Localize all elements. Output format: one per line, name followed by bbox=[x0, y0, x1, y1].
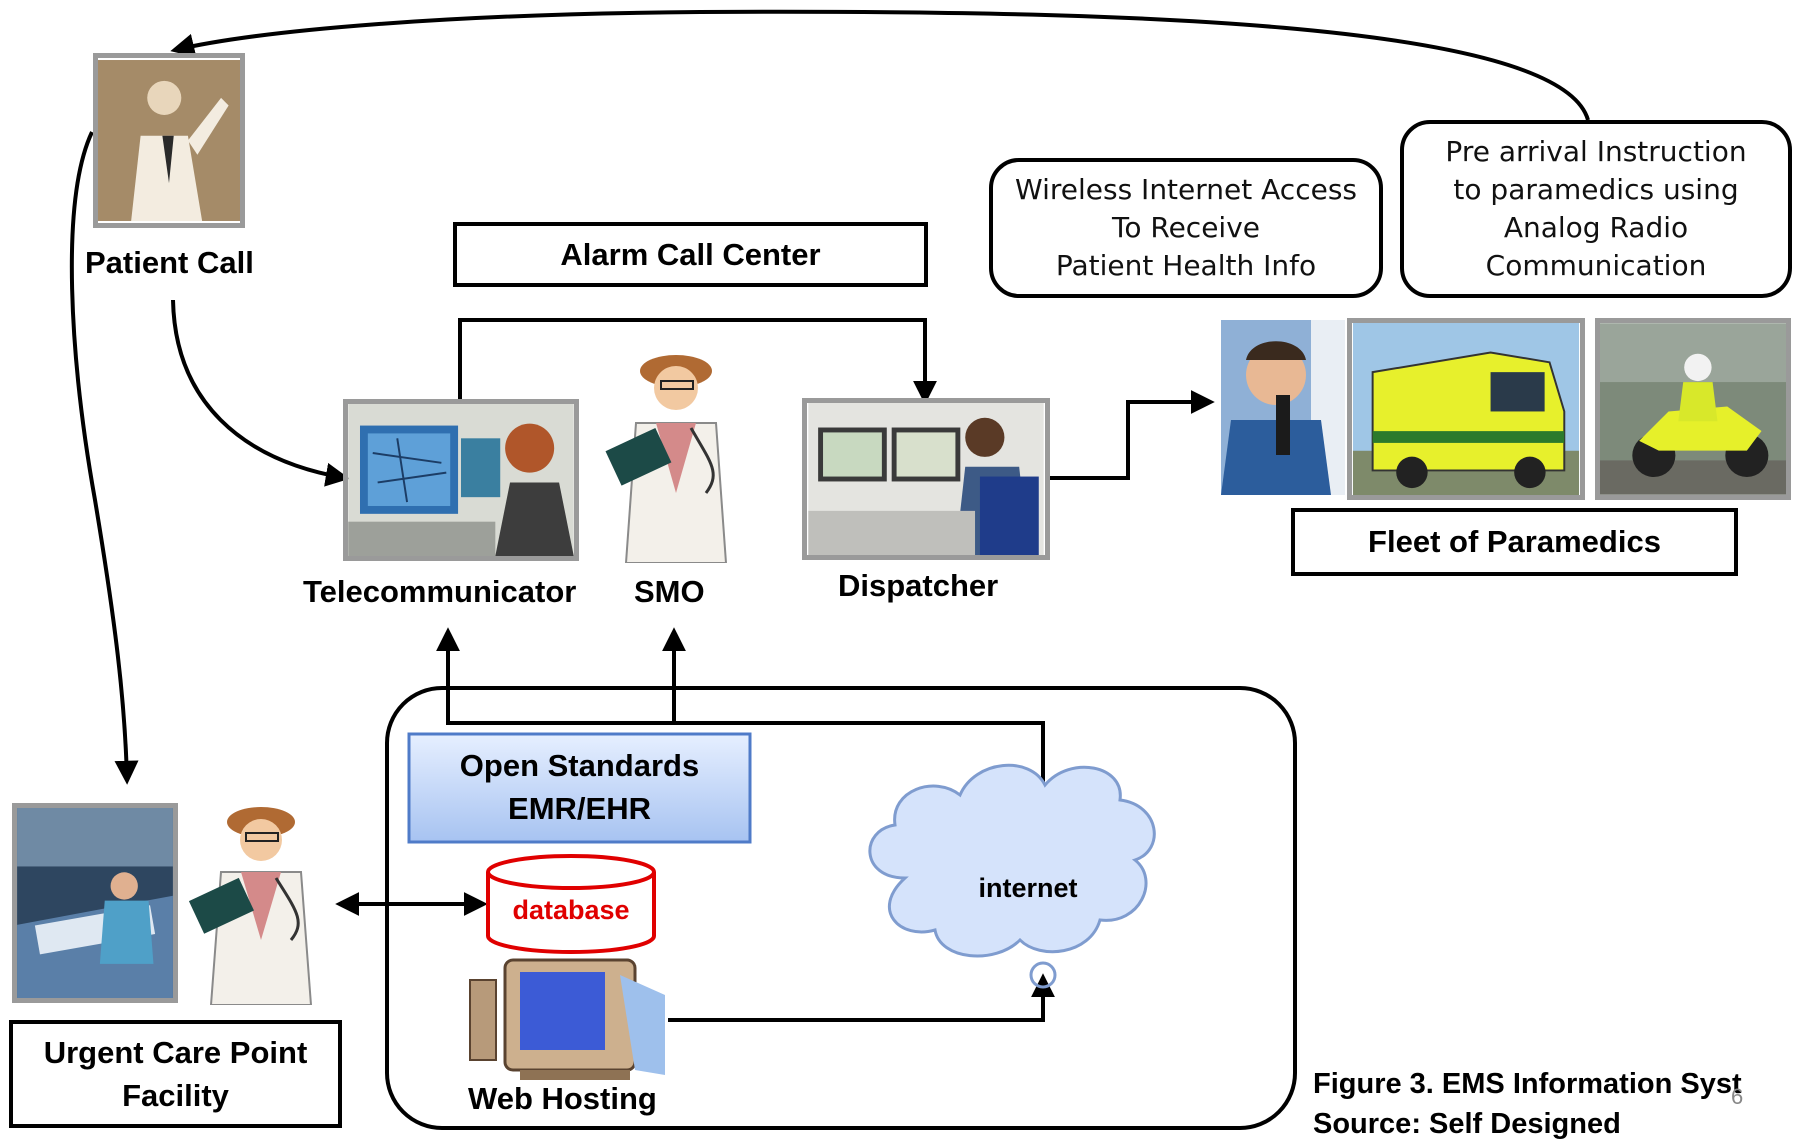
figure-caption: Figure 3. EMS Information Syst bbox=[1313, 1068, 1742, 1100]
internet-label: internet bbox=[978, 873, 1078, 903]
figure-source: Source: Self Designed bbox=[1313, 1108, 1621, 1140]
dispatcher-photo bbox=[802, 398, 1050, 560]
wireless-callout-line: To Receive bbox=[1112, 211, 1260, 244]
paramedic-radio-photo bbox=[1221, 320, 1345, 495]
patient-photo bbox=[93, 53, 245, 228]
emr-ehr-label: Open Standards EMR/EHR bbox=[409, 744, 750, 830]
emr-ehr-box bbox=[407, 732, 752, 844]
arrow-internet-to-telecommunicator bbox=[436, 627, 1045, 820]
emr-ehr-label-line2: EMR/EHR bbox=[508, 791, 651, 826]
internet-cloud bbox=[868, 763, 1156, 958]
wireless-callout-line: Patient Health Info bbox=[1055, 249, 1317, 282]
database-label: database bbox=[512, 895, 630, 925]
pre-arrival-callout-line: Pre arrival Instruction bbox=[1445, 135, 1747, 168]
telecommunicator-photo bbox=[343, 399, 579, 561]
fleet-of-paramedics-label: Fleet of Paramedics bbox=[1368, 524, 1661, 559]
emr-ehr-label-line1: Open Standards bbox=[459, 748, 700, 783]
arrow-dispatcher-to-fleet bbox=[1048, 390, 1215, 480]
alarm-call-center-box: Alarm Call Center bbox=[453, 222, 928, 287]
fleet-of-paramedics-box: Fleet of Paramedics bbox=[1291, 508, 1738, 576]
arrow-pre-arrival-to-patient bbox=[170, 9, 1590, 121]
arrow-patient-to-telecommunicator bbox=[171, 299, 350, 487]
telecommunicator-label: Telecommunicator bbox=[303, 574, 577, 609]
urgent-care-label-line1: Urgent Care Point bbox=[43, 1035, 308, 1070]
wireless-internet-callout: Wireless Internet Access To Receive Pati… bbox=[989, 158, 1383, 298]
pre-arrival-callout-line: to paramedics using bbox=[1453, 173, 1739, 206]
web-hosting-label: Web Hosting bbox=[468, 1081, 657, 1116]
arrow-telecommunicator-to-dispatcher bbox=[458, 318, 937, 405]
ambulance-photo bbox=[1347, 318, 1585, 500]
motorcycle-photo bbox=[1595, 318, 1791, 500]
arrow-patient-to-urgent-care bbox=[69, 131, 139, 785]
alarm-call-center-label: Alarm Call Center bbox=[560, 236, 821, 272]
urgent-care-doctor-illustration bbox=[185, 800, 337, 1005]
internet-connection-node bbox=[1029, 961, 1057, 989]
page-number: 6 bbox=[1731, 1084, 1744, 1109]
urgent-care-label-line2: Facility bbox=[122, 1078, 229, 1113]
patient-call-label: Patient Call bbox=[85, 245, 254, 280]
computer-icon bbox=[469, 958, 665, 1080]
database-cylinder bbox=[486, 854, 656, 954]
smo-label: SMO bbox=[634, 574, 705, 609]
pre-arrival-callout: Pre arrival Instruction to paramedics us… bbox=[1400, 120, 1792, 298]
smo-doctor-illustration bbox=[600, 343, 752, 563]
urgent-care-box: Urgent Care Point Facility bbox=[9, 1020, 342, 1128]
dispatcher-label: Dispatcher bbox=[838, 568, 999, 603]
pre-arrival-callout-line: Analog Radio bbox=[1503, 211, 1689, 244]
wireless-callout-line: Wireless Internet Access bbox=[1015, 173, 1357, 206]
arrow-webhosting-to-internet bbox=[668, 973, 1055, 1022]
pre-arrival-callout-line: Communication bbox=[1485, 249, 1707, 282]
urgent-care-photo bbox=[12, 803, 178, 1003]
